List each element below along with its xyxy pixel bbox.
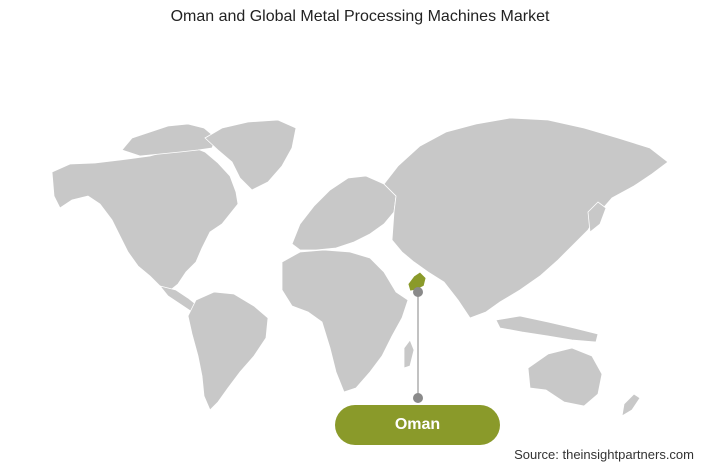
region-southeast-asia-islands (495, 315, 599, 343)
island-japan (587, 201, 607, 233)
leader-top-dot (413, 287, 423, 297)
continent-south-america (187, 291, 269, 411)
highlighted-region-oman (407, 271, 427, 292)
continent-asia (383, 117, 669, 319)
source-caption: Source: theinsightpartners.com (514, 447, 694, 462)
continent-greenland (204, 119, 297, 191)
chart-title: Oman and Global Metal Processing Machine… (170, 8, 550, 25)
island-new-zealand (621, 393, 641, 417)
region-label: Oman (394, 416, 441, 433)
continent-europe (291, 175, 397, 251)
continent-australia (527, 347, 603, 407)
island-madagascar (403, 339, 415, 369)
leader-bottom-dot (413, 393, 423, 403)
continent-africa (281, 249, 409, 393)
region-label-pill: Oman (335, 405, 500, 445)
continent-north-america (51, 145, 239, 293)
